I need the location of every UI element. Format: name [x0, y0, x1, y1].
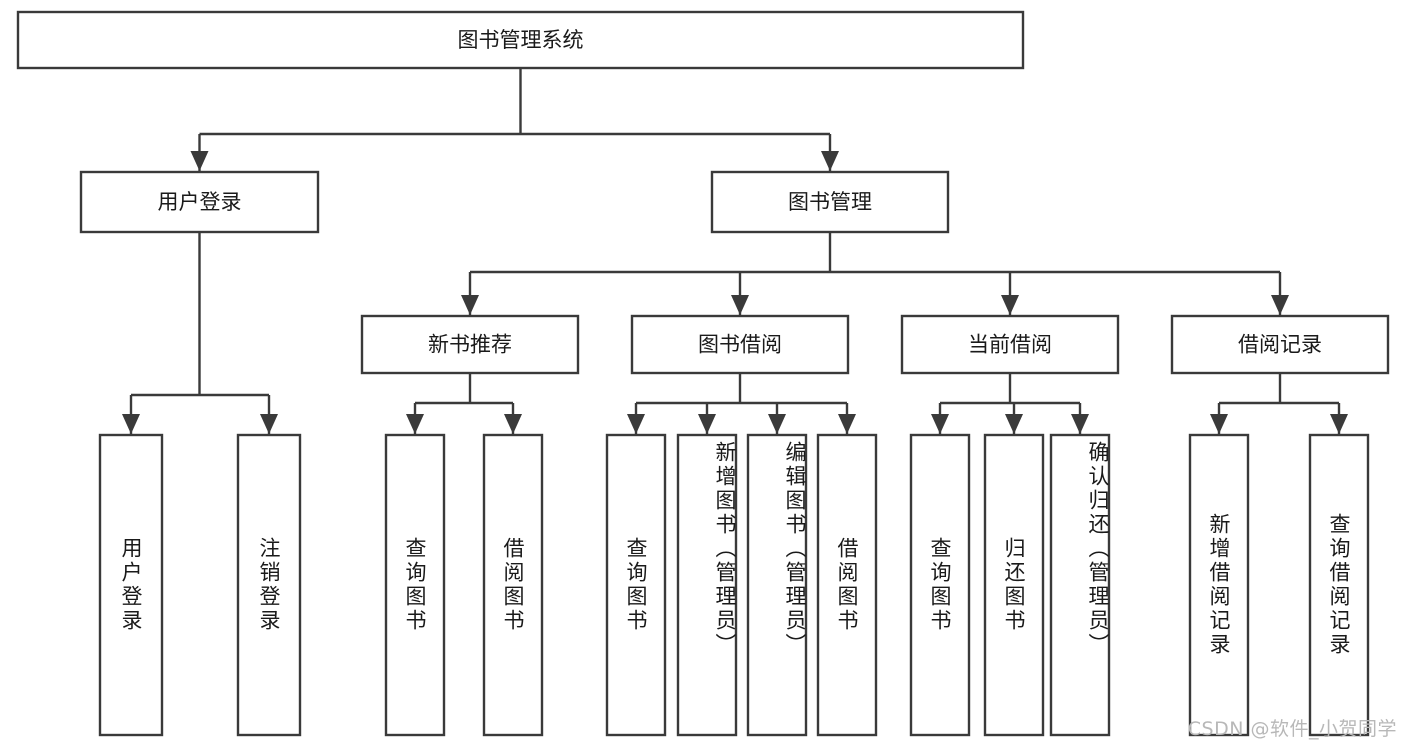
arrow-head-icon — [1330, 414, 1348, 434]
node-box-8[interactable] — [236, 433, 302, 737]
node-box-2[interactable]: 图书管理 — [710, 170, 950, 234]
node-rect — [676, 433, 738, 737]
arrow-head-icon — [504, 414, 522, 434]
node-box-15[interactable] — [909, 433, 971, 737]
node-box-17[interactable] — [1049, 433, 1111, 737]
node-box-1[interactable]: 用户登录 — [79, 170, 320, 234]
node-rect — [79, 170, 320, 234]
arrow-head-icon — [838, 414, 856, 434]
node-box-7[interactable] — [98, 433, 164, 737]
node-box-11[interactable] — [605, 433, 667, 737]
node-rect — [1188, 433, 1250, 737]
node-rect — [816, 433, 878, 737]
arrow-head-icon — [931, 414, 949, 434]
node-rect — [1308, 433, 1370, 737]
arrow-head-icon — [1271, 295, 1289, 315]
node-rect — [236, 433, 302, 737]
arrow-head-icon — [821, 151, 839, 171]
node-rect — [1170, 314, 1390, 375]
node-rect — [605, 433, 667, 737]
arrow-head-icon — [190, 151, 209, 171]
node-box-18[interactable] — [1188, 433, 1250, 737]
arrow-head-icon — [461, 295, 479, 315]
arrow-head-icon — [122, 414, 140, 434]
arrow-head-icon — [260, 414, 278, 434]
node-box-9[interactable] — [384, 433, 446, 737]
node-rect — [630, 314, 850, 375]
node-box-14[interactable] — [816, 433, 878, 737]
node-box-16[interactable] — [983, 433, 1045, 737]
arrow-head-icon — [406, 414, 424, 434]
node-box-6[interactable]: 借阅记录 — [1170, 314, 1390, 375]
node-box-13[interactable] — [746, 433, 808, 737]
node-rect — [1049, 433, 1111, 737]
node-label: 新书推荐 — [428, 333, 512, 357]
node-box-4[interactable]: 图书借阅 — [630, 314, 850, 375]
arrow-head-icon — [627, 414, 645, 434]
node-label: 借阅记录 — [1238, 333, 1322, 357]
arrow-head-icon — [768, 414, 786, 434]
node-rect — [360, 314, 580, 375]
node-rect — [746, 433, 808, 737]
node-label: 图书管理系统 — [458, 28, 584, 52]
arrow-head-icon — [1001, 295, 1019, 315]
arrow-head-icon — [1210, 414, 1228, 434]
node-label: 图书管理 — [788, 190, 872, 214]
node-box-3[interactable]: 新书推荐 — [360, 314, 580, 375]
node-rect — [710, 170, 950, 234]
node-label: 图书借阅 — [698, 333, 782, 357]
node-box-12[interactable] — [676, 433, 738, 737]
node-rect — [909, 433, 971, 737]
node-rect — [16, 10, 1025, 70]
arrow-head-icon — [731, 295, 749, 315]
node-rect — [384, 433, 446, 737]
node-box-10[interactable] — [482, 433, 544, 737]
node-box-0[interactable]: 图书管理系统 — [16, 10, 1025, 70]
node-label: 用户登录 — [158, 190, 242, 214]
connector-edges — [122, 68, 1348, 434]
node-label: 当前借阅 — [968, 333, 1052, 357]
node-rect — [98, 433, 164, 737]
node-box-19[interactable] — [1308, 433, 1370, 737]
arrow-head-icon — [698, 414, 716, 434]
arrow-head-icon — [1071, 414, 1089, 434]
node-box-5[interactable]: 当前借阅 — [900, 314, 1120, 375]
node-rect — [900, 314, 1120, 375]
node-rect — [983, 433, 1045, 737]
arrow-head-icon — [1005, 414, 1023, 434]
node-rect — [482, 433, 544, 737]
